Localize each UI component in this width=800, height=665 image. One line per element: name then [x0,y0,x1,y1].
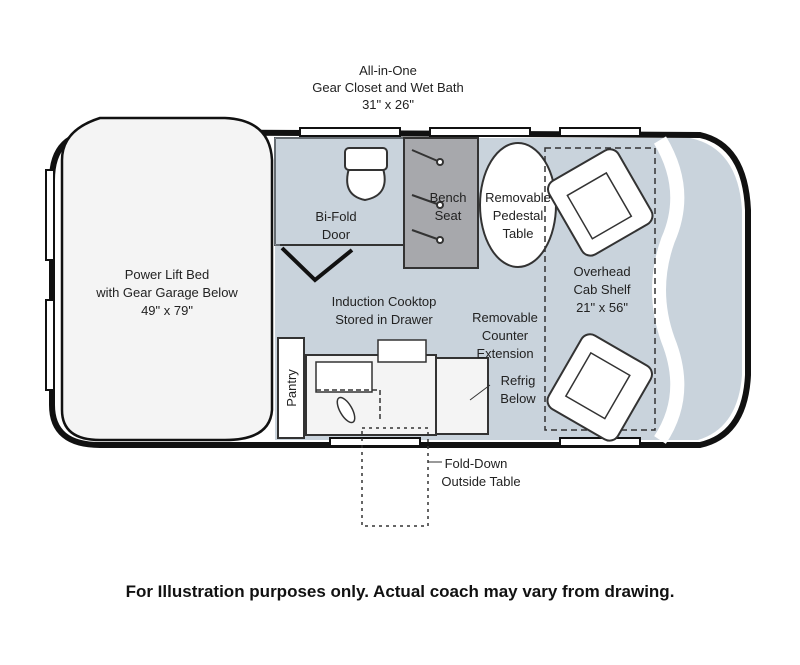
bench-seat [403,137,479,269]
cooktop-label-line1: Induction Cooktop [332,294,437,309]
counter-extension-label-line3: Extension [476,346,533,361]
overhead-shelf-label-line1: Overhead [573,264,630,279]
counter-extension-label-line2: Counter [482,328,529,343]
overhead-shelf-label-line2: Cab Shelf [573,282,630,297]
power-lift-bed-label-line3: 49" x 79" [141,303,193,318]
fold-down-outside-table [361,427,442,527]
power-lift-bed-label-line2: with Gear Garage Below [95,285,238,300]
gear-closet-label-line1: All-in-One [359,63,417,78]
cab-seat-top [547,148,654,257]
pedestal-table-label-line3: Table [502,226,533,241]
cab-seat-bottom [546,333,653,442]
cooktop-label-line2: Stored in Drawer [335,312,433,327]
power-lift-bed-label-line1: Power Lift Bed [125,267,210,282]
refrig-label-line1: Refrig [501,373,536,388]
pedestal-table-label-line2: Pedestal [493,208,544,223]
kitchen-galley [277,337,491,439]
gear-closet-label-line2: Gear Closet and Wet Bath [312,80,464,95]
bench-seat-label-line2: Seat [435,208,462,223]
pedestal-table-label-line1: Removable [485,190,551,205]
outside-table-label-line1: Fold-Down [445,456,508,471]
pantry-label: Pantry [284,369,299,407]
overhead-cab-shelf [544,147,656,431]
bi-fold-door-label-line1: Bi-Fold [315,209,356,224]
gear-closet-label-line3: 31" x 26" [362,97,414,112]
overhead-shelf-label-line3: 21" x 56" [576,300,628,315]
power-lift-bed [60,116,274,442]
refrig-label-line2: Below [500,391,536,406]
disclaimer: For Illustration purposes only. Actual c… [126,582,675,601]
bi-fold-door-label-line2: Door [322,227,351,242]
bench-seat-label-line1: Bench [430,190,467,205]
outside-table-label-line2: Outside Table [441,474,520,489]
counter-extension-label-line1: Removable [472,310,538,325]
